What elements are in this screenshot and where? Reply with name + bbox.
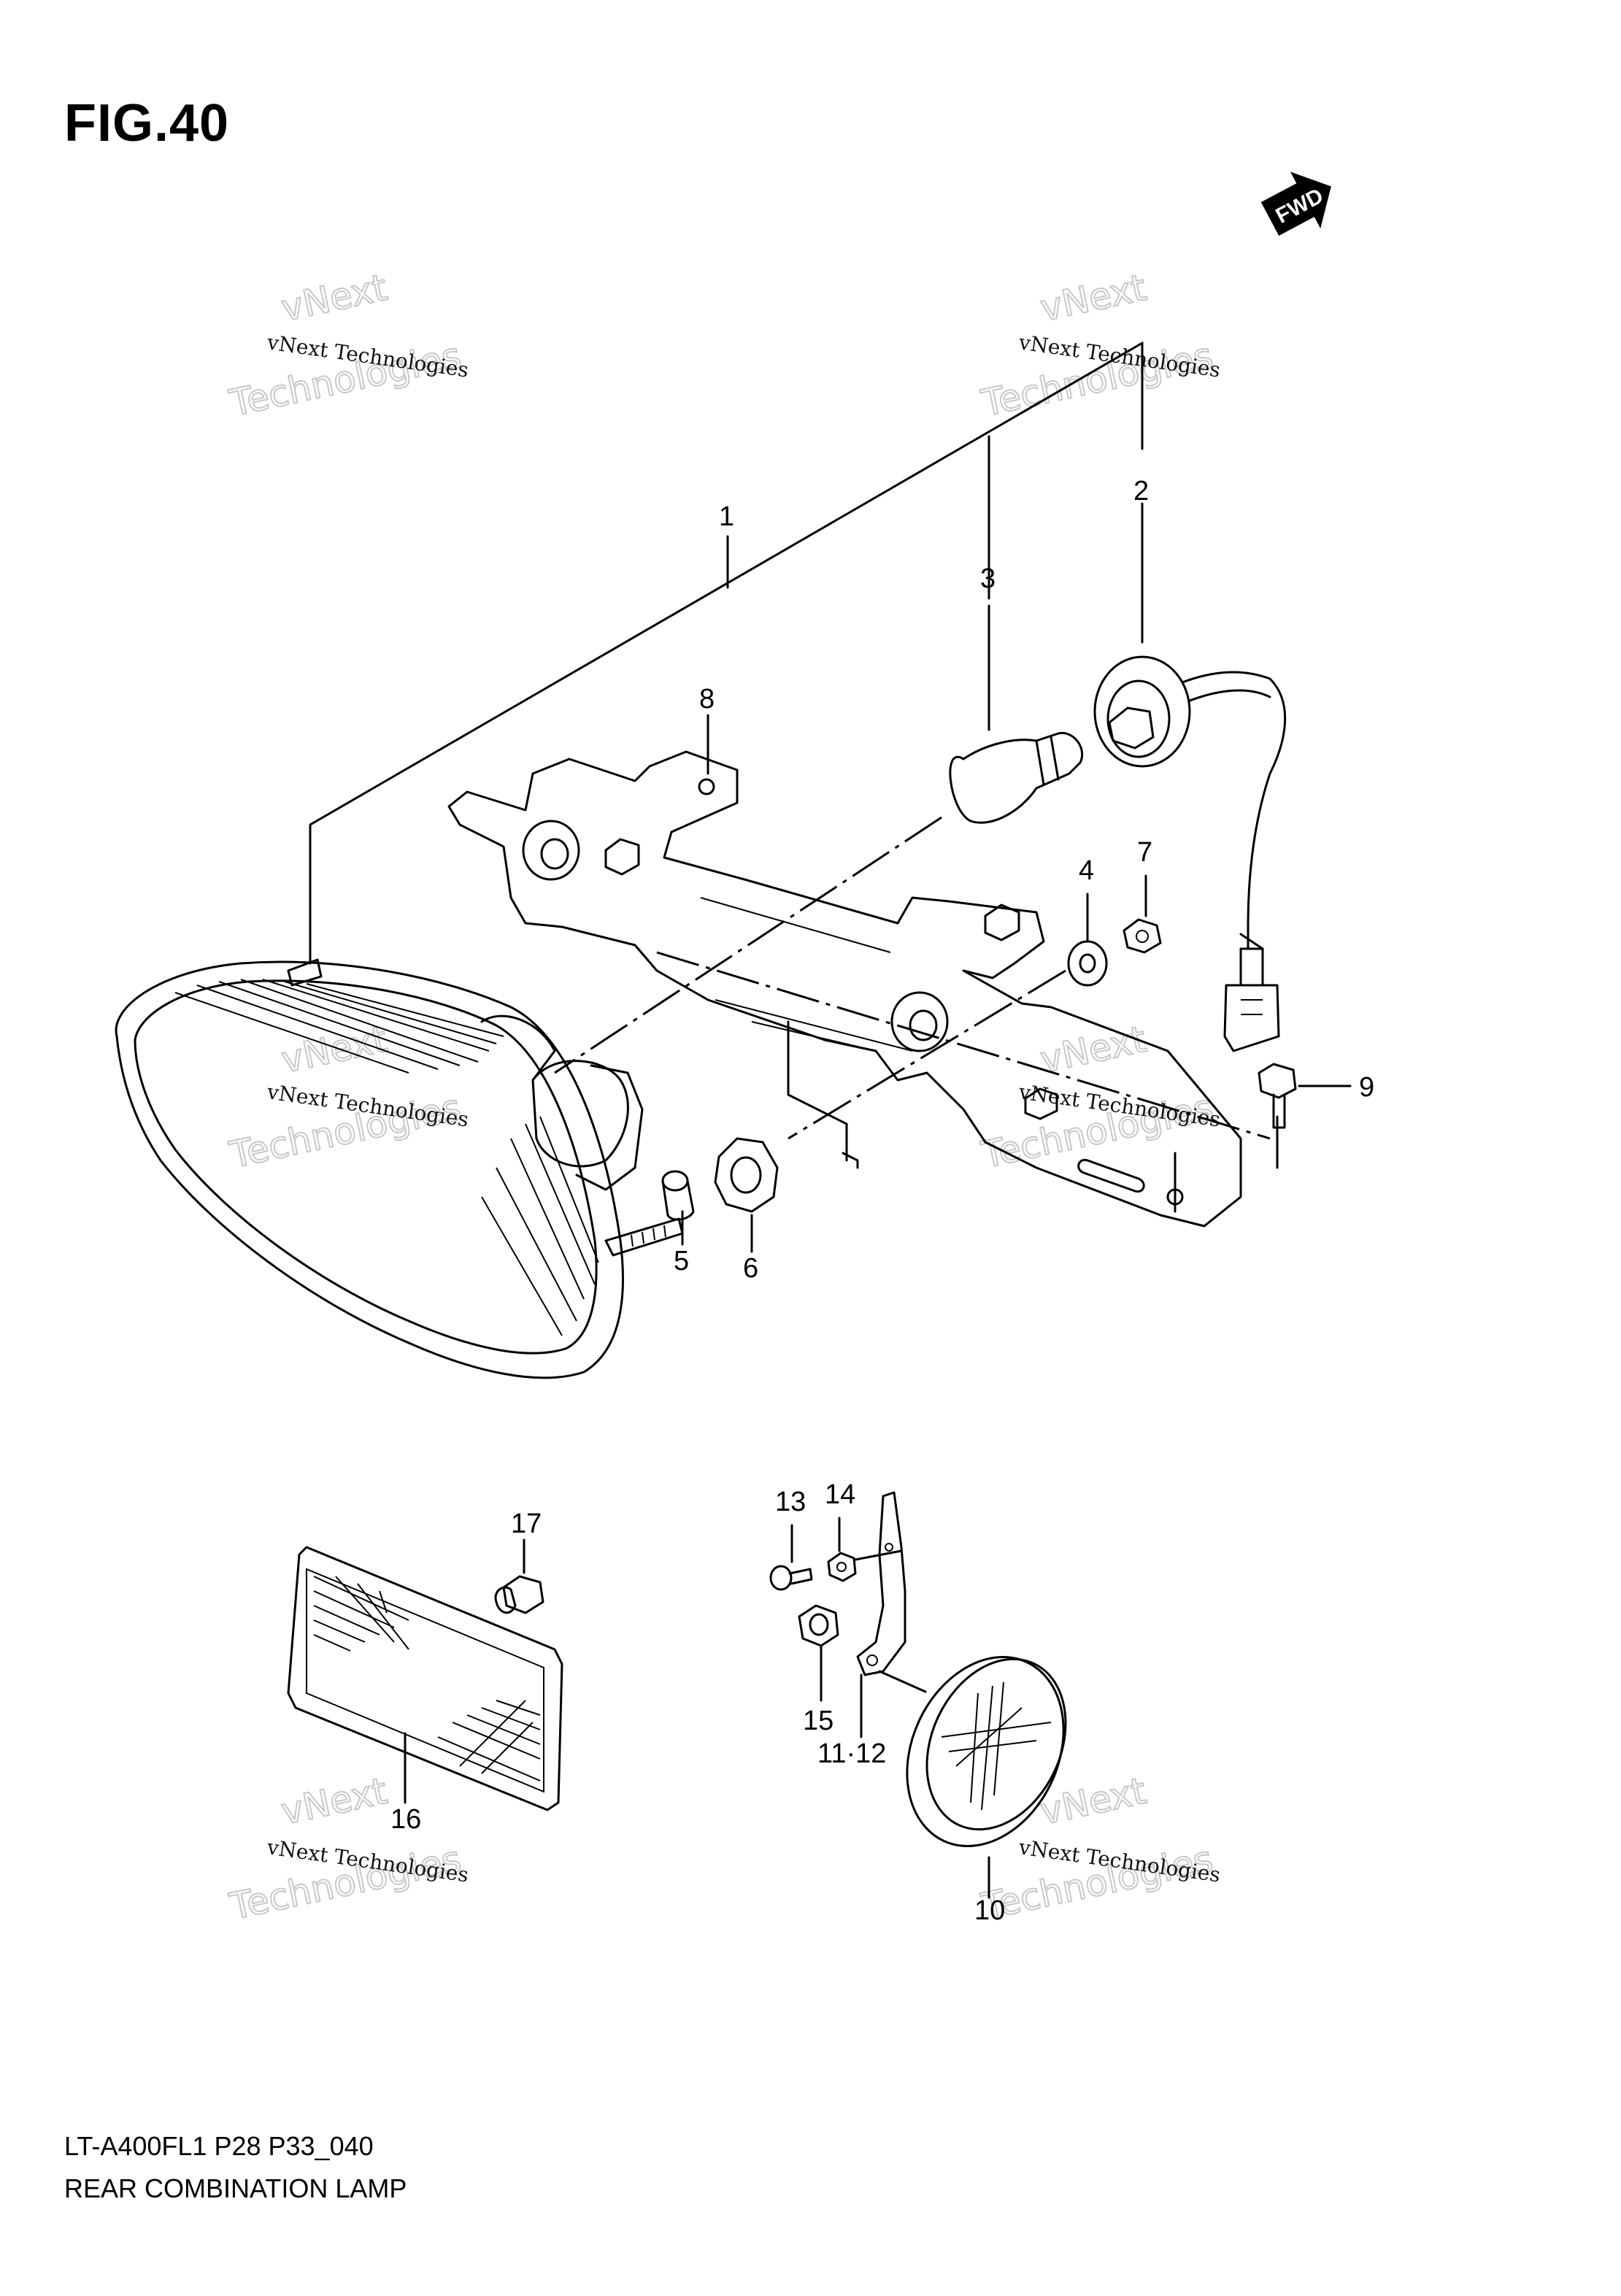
part-3-bulb: [949, 731, 1084, 824]
callout-labels: 1 2 3 4 5 6 7 8 9 10 11·12 13 14 15 16 1…: [390, 476, 1374, 1926]
part-1-lamp-assembly: [115, 958, 684, 1379]
callout-8: 8: [699, 684, 715, 714]
watermark-top-left: vNext Technologies vNext Technologies: [225, 266, 470, 425]
callout-1: 1: [719, 501, 734, 532]
footer-model-code: LT-A400FL1 P28 P33_040: [64, 2131, 374, 2161]
callout-16: 16: [390, 1804, 421, 1835]
part-8-bracket: [447, 750, 1242, 1228]
fwd-arrow-icon: FWD: [1260, 172, 1331, 236]
part-16-reflector: [287, 1546, 563, 1811]
part-15-nut: [798, 1604, 839, 1702]
part-7-nut: [1123, 918, 1162, 954]
part-10-round-reflector: [906, 1656, 1067, 1899]
callout-2: 2: [1133, 476, 1149, 506]
callout-17: 17: [511, 1509, 542, 1539]
figure-title: FIG.40: [64, 94, 230, 153]
callout-5: 5: [674, 1246, 689, 1276]
callout-11-12: 11·12: [817, 1738, 886, 1769]
part-11-12-bracket: [854, 1491, 927, 1738]
part-6-grommet: [714, 1137, 779, 1213]
svg-text:vNext: vNext: [277, 1770, 390, 1833]
callout-15: 15: [803, 1706, 833, 1736]
callout-10: 10: [974, 1895, 1005, 1926]
part-14-nut: [827, 1517, 857, 1582]
watermark-top-right: vNext Technologies vNext Technologies: [977, 266, 1222, 425]
callout-6: 6: [743, 1253, 758, 1284]
callout-3: 3: [980, 563, 996, 594]
part-9-bolt: [1258, 1063, 1297, 1129]
part-2-socket-harness: [1093, 655, 1287, 1052]
part-5-collar: [661, 1170, 695, 1221]
watermark-bottom-left: vNext Technologies vNext Technologies: [225, 1769, 470, 1929]
watermark-mid-left: vNext Technologies vNext Technologies: [225, 1017, 470, 1177]
watermark-bottom-right: vNext Technologies vNext Technologies: [977, 1769, 1222, 1929]
footer-section-name: REAR COMBINATION LAMP: [64, 2173, 407, 2203]
callout-9: 9: [1359, 1072, 1374, 1103]
part-13-screw: [769, 1524, 813, 1591]
svg-text:vNext: vNext: [1036, 266, 1150, 330]
svg-text:vNext: vNext: [277, 1018, 390, 1082]
watermark-mid-right: vNext Technologies vNext Technologies: [977, 1017, 1222, 1177]
part-4-washer: [1067, 940, 1108, 987]
callout-13: 13: [775, 1487, 806, 1517]
callout-14: 14: [825, 1479, 855, 1510]
callout-4: 4: [1079, 855, 1094, 886]
leader-lines-upper: [309, 342, 1352, 1253]
svg-text:vNext: vNext: [277, 266, 390, 330]
callout-7: 7: [1137, 837, 1152, 868]
part-17-nut: [494, 1538, 544, 1614]
